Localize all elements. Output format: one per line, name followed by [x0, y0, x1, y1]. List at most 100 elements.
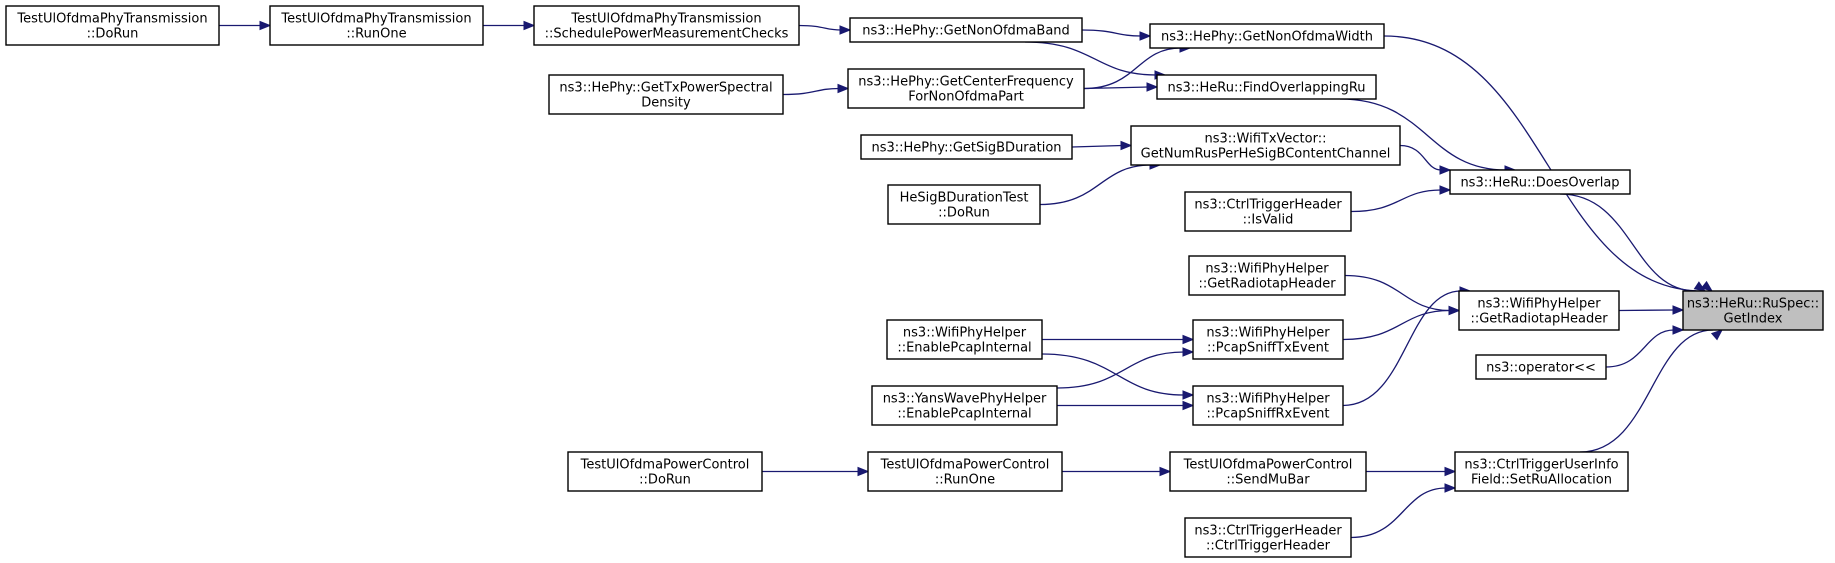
node-phytransrunone[interactable]: TestUlOfdmaPhyTransmission::RunOne — [269, 5, 484, 46]
nodes-layer: ns3::HeRu::RuSpec::GetIndex ns3::HePhy::G… — [5, 5, 1824, 558]
edge-line — [1342, 309, 1451, 341]
node-box — [887, 184, 1041, 225]
node-isvalid[interactable]: ns3::CtrlTriggerHeader::IsValid — [1184, 191, 1352, 232]
arrowhead — [1672, 325, 1685, 335]
arrowhead — [837, 83, 850, 94]
node-box — [849, 17, 1083, 43]
node-getsigbduration[interactable]: ns3::HePhy::GetSigBDuration — [860, 134, 1073, 160]
node-label-line: ForNonOfdmaPart — [908, 90, 1024, 105]
node-sendmubar[interactable]: TestUlOfdmaPowerControl::SendMuBar — [1169, 451, 1367, 492]
edge-gettxpowerspectral-to-getcenterfrequency — [782, 83, 850, 96]
node-label-line: ::GetRadiotapHeader — [1470, 312, 1608, 327]
node-label-line: ns3::HePhy::GetNonOfdmaBand — [862, 24, 1070, 39]
node-enablepcapwifi[interactable]: ns3::WifiPhyHelper::EnablePcapInternal — [886, 319, 1043, 360]
node-label-line: ns3::CtrlTriggerHeader — [1194, 198, 1342, 213]
edge-setruallocation-to-getindex — [1579, 329, 1724, 453]
node-label-line: ::DoRun — [639, 473, 691, 488]
edge-line — [1041, 353, 1185, 396]
node-schedulepower[interactable]: TestUlOfdmaPhyTransmission::SchedulePowe… — [533, 5, 800, 46]
arrowhead — [1710, 329, 1724, 341]
node-label-line: TestUlOfdmaPhyTransmission — [16, 12, 207, 27]
node-label-line: ns3::WifiPhyHelper — [1205, 262, 1329, 277]
edge-getsigbduration-to-getnumrusperhesigb — [1071, 140, 1133, 151]
edge-line — [1083, 86, 1149, 90]
arrowhead — [259, 20, 272, 31]
node-label-line: ns3::CtrlTriggerHeader — [1194, 524, 1342, 539]
arrowhead — [1444, 466, 1457, 477]
node-box — [1682, 290, 1824, 331]
node-label-line: ns3::HePhy::GetTxPowerSpectral — [559, 81, 772, 96]
node-label-line: TestUlOfdmaPhyTransmission — [570, 12, 761, 27]
node-phytransdorun[interactable]: TestUlOfdmaPhyTransmission::DoRun — [5, 5, 220, 46]
node-label-line: ns3::HePhy::GetSigBDuration — [871, 141, 1061, 156]
node-findoverlappingru[interactable]: ns3::HeRu::FindOverlappingRu — [1156, 74, 1377, 100]
node-box — [1156, 74, 1377, 100]
node-pcapsniffrxevent[interactable]: ns3::WifiPhyHelper::PcapSniffRxEvent — [1192, 385, 1344, 426]
node-label-line: ns3::WifiPhyHelper — [1206, 392, 1330, 407]
node-getnumrusperhesigb[interactable]: ns3::WifiTxVector::GetNumRusPerHeSigBCon… — [1130, 125, 1401, 166]
node-getradiotapheader2[interactable]: ns3::WifiPhyHelper::GetRadiotapHeader — [1188, 255, 1346, 296]
node-label-line: ::RunOne — [346, 27, 406, 42]
node-getnonofdmawidth[interactable]: ns3::HePhy::GetNonOfdmaWidth — [1149, 23, 1385, 49]
arrowhead — [1439, 165, 1452, 175]
node-setruallocation[interactable]: ns3::CtrlTriggerUserInfoField::SetRuAllo… — [1454, 451, 1629, 492]
node-box — [1149, 23, 1385, 49]
arrowhead — [1182, 390, 1195, 400]
edge-getradiotapheader2-to-getradiotapheader1 — [1344, 274, 1461, 316]
node-label-line: TestUlOfdmaPowerControl — [880, 458, 1050, 473]
node-doesoverlap[interactable]: ns3::HeRu::DoesOverlap — [1449, 169, 1631, 195]
node-hesigbdurationtest[interactable]: HeSigBDurationTest::DoRun — [887, 184, 1041, 225]
node-label-line: ::CtrlTriggerHeader — [1206, 539, 1331, 554]
edge-line — [1579, 329, 1714, 453]
node-label-line: ns3::WifiPhyHelper — [903, 326, 1027, 341]
arrowhead — [1146, 82, 1159, 92]
node-getindex[interactable]: ns3::HeRu::RuSpec::GetIndex — [1682, 290, 1824, 331]
node-powercontrolrunone[interactable]: TestUlOfdmaPowerControl::RunOne — [867, 451, 1063, 492]
node-label-line: ::GetRadiotapHeader — [1198, 277, 1336, 292]
arrowhead — [1182, 347, 1195, 357]
edge-line — [1342, 290, 1462, 407]
node-label-line: TestUlOfdmaPowerControl — [580, 458, 750, 473]
edge-phytransrunone-to-schedulepower — [483, 20, 536, 31]
node-getnonofdmaband[interactable]: ns3::HePhy::GetNonOfdmaBand — [849, 17, 1083, 43]
node-enablepcapyans[interactable]: ns3::YansWavePhyHelper::EnablePcapIntern… — [871, 385, 1058, 426]
edge-powercontroldorun-to-powercontrolrunone — [762, 466, 870, 477]
edge-ctrltriggerheader-to-setruallocation — [1350, 483, 1457, 539]
node-powercontroldorun[interactable]: TestUlOfdmaPowerControl::DoRun — [567, 451, 763, 492]
node-getcenterfrequency[interactable]: ns3::HePhy::GetCenterFrequencyForNonOfdm… — [847, 68, 1085, 109]
node-box — [1449, 169, 1631, 195]
node-label-line: ns3::HePhy::GetNonOfdmaWidth — [1161, 30, 1373, 45]
edge-getcenterfrequency-to-findoverlappingru — [1083, 82, 1159, 92]
node-box — [5, 5, 220, 46]
node-label-line: Density — [641, 96, 691, 111]
edge-pcapsniffrxevent-to-getradiotapheader1 — [1342, 286, 1472, 407]
node-pcapsnifftxevent[interactable]: ns3::WifiPhyHelper::PcapSniffTxEvent — [1192, 319, 1344, 360]
edge-schedulepower-to-getnonofdmaband — [798, 24, 852, 35]
node-box — [867, 451, 1063, 492]
node-operatorlt[interactable]: ns3::operator<< — [1475, 354, 1607, 380]
edge-powercontrolrunone-to-sendmubar — [1062, 466, 1172, 477]
node-label-line: ::EnablePcapInternal — [897, 341, 1031, 356]
node-label-line: ns3::HeRu::RuSpec:: — [1687, 297, 1819, 312]
edge-getnumrusperhesigb-to-doesoverlap — [1399, 144, 1452, 175]
edge-enablepcapyans-to-pcapsniffrxevent — [1057, 400, 1195, 411]
edge-enablepcapwifi-to-pcapsniffrxevent — [1041, 353, 1195, 400]
node-label-line: GetNumRusPerHeSigBContentChannel — [1141, 147, 1391, 162]
node-box — [871, 385, 1058, 426]
edge-line — [1339, 98, 1507, 171]
node-label-line: ns3::HePhy::GetCenterFrequency — [858, 75, 1074, 90]
node-getradiotapheader1[interactable]: ns3::WifiPhyHelper::GetRadiotapHeader — [1458, 290, 1620, 331]
node-box — [1184, 191, 1352, 232]
node-label-line: Field::SetRuAllocation — [1471, 473, 1612, 488]
edge-doesoverlap-to-getindex — [1559, 193, 1707, 292]
edge-line — [1024, 41, 1157, 76]
edges-layer — [219, 20, 1724, 539]
node-label-line: ::SchedulePowerMeasurementChecks — [545, 27, 789, 42]
edge-line — [1039, 164, 1152, 206]
node-box — [567, 451, 763, 492]
edge-phytransdorun-to-phytransrunone — [219, 20, 272, 31]
node-ctrltriggerheader[interactable]: ns3::CtrlTriggerHeader::CtrlTriggerHeade… — [1184, 517, 1352, 558]
edge-line — [1605, 329, 1675, 368]
